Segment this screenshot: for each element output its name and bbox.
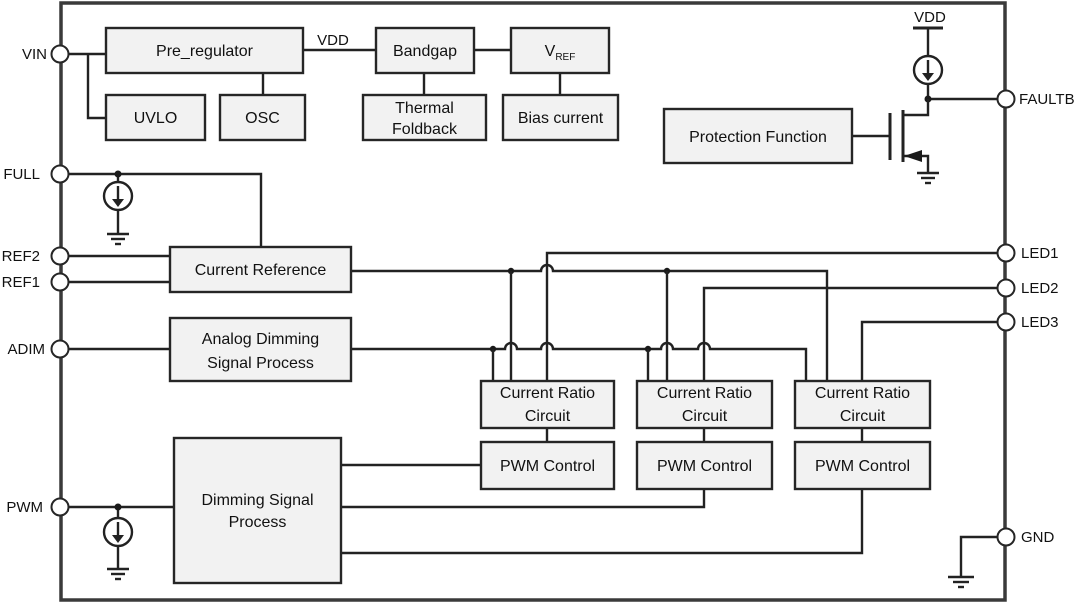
pin-led1: LED1 [996,243,1059,263]
block-dimming-signal: Dimming Signal Process [172,436,343,585]
ground-icon-pwm [107,567,129,581]
block-bandgap: Bandgap [374,26,476,75]
protection-function-label: Protection Function [689,129,827,146]
current-ratio-3-line2: Circuit [840,408,886,425]
pin-pwm: PWM [6,497,70,517]
pin-gnd: GND [996,527,1055,547]
osc-label: OSC [245,110,280,127]
pwm-control-1-label: PWM Control [500,458,595,475]
block-pwm-control-3: PWM Control [793,440,932,491]
pin-full-label: FULL [3,166,40,183]
block-uvlo: UVLO [104,93,207,142]
vref-label: VREF [545,43,576,63]
pin-led3-label: LED3 [1021,314,1059,331]
current-source-icon-faultb [912,26,944,86]
analog-dimming-line2: Signal Process [207,355,314,372]
pre-regulator-label: Pre_regulator [156,43,254,60]
block-current-ratio-2: Current Ratio Circuit [635,379,774,430]
current-source-icon-pwm [102,503,134,548]
pin-vin: VIN [22,44,70,64]
block-protection-function: Protection Function [662,107,854,165]
pin-faultb: FAULTB [996,89,1075,109]
current-ratio-1-line2: Circuit [525,408,571,425]
pin-ref2: REF2 [2,246,70,266]
current-reference-label: Current Reference [195,262,327,279]
block-pwm-control-2: PWM Control [635,440,774,491]
block-analog-dimming: Analog Dimming Signal Process [168,316,353,383]
vref-main: V [545,43,556,60]
pin-pwm-label: PWM [6,499,43,516]
pin-ref2-label: REF2 [2,248,40,265]
pin-faultb-label: FAULTB [1019,91,1075,108]
pin-vin-label: VIN [22,46,47,63]
ground-icon-gnd [948,575,974,589]
block-pwm-control-1: PWM Control [479,440,616,491]
current-ratio-2-line1: Current Ratio [657,385,752,402]
foldback-label: Foldback [392,121,458,138]
pwm-control-3-label: PWM Control [815,458,910,475]
block-current-ratio-3: Current Ratio Circuit [793,379,932,430]
pin-adim: ADIM [8,339,70,359]
pin-gnd-label: GND [1021,529,1055,546]
dimming-signal-line2: Process [229,514,287,531]
ground-icon-full [107,232,129,246]
analog-dimming-line1: Analog Dimming [202,331,319,348]
block-vref: VREF [509,26,611,75]
pin-adim-label: ADIM [8,341,46,358]
vdd-faultb-label: VDD [914,9,946,26]
block-bias-current: Bias current [501,93,620,142]
block-current-ratio-1: Current Ratio Circuit [479,379,616,430]
pwm-control-2-label: PWM Control [657,458,752,475]
pin-led3: LED3 [996,312,1059,332]
dimming-signal-line1: Dimming Signal [201,492,313,509]
pin-full: FULL [3,164,70,184]
current-source-icon-full [102,170,134,212]
block-current-reference: Current Reference [168,245,353,294]
bandgap-label: Bandgap [393,43,457,60]
pin-ref1: REF1 [2,272,70,292]
current-ratio-3-line1: Current Ratio [815,385,910,402]
bias-current-label: Bias current [518,110,604,127]
pin-led1-label: LED1 [1021,245,1059,262]
block-thermal-foldback: Thermal Foldback [361,93,488,142]
pin-led2: LED2 [996,278,1059,298]
uvlo-label: UVLO [134,110,178,127]
pin-led2-label: LED2 [1021,280,1059,297]
vdd-net-label: VDD [317,32,349,49]
block-osc: OSC [218,93,307,142]
pin-ref1-label: REF1 [2,274,40,291]
thermal-label: Thermal [395,100,454,117]
current-ratio-1-line1: Current Ratio [500,385,595,402]
vref-sub: REF [555,52,575,63]
block-pre-regulator: Pre_regulator [104,26,305,75]
ground-icon-mosfet [917,171,939,185]
current-ratio-2-line2: Circuit [682,408,728,425]
